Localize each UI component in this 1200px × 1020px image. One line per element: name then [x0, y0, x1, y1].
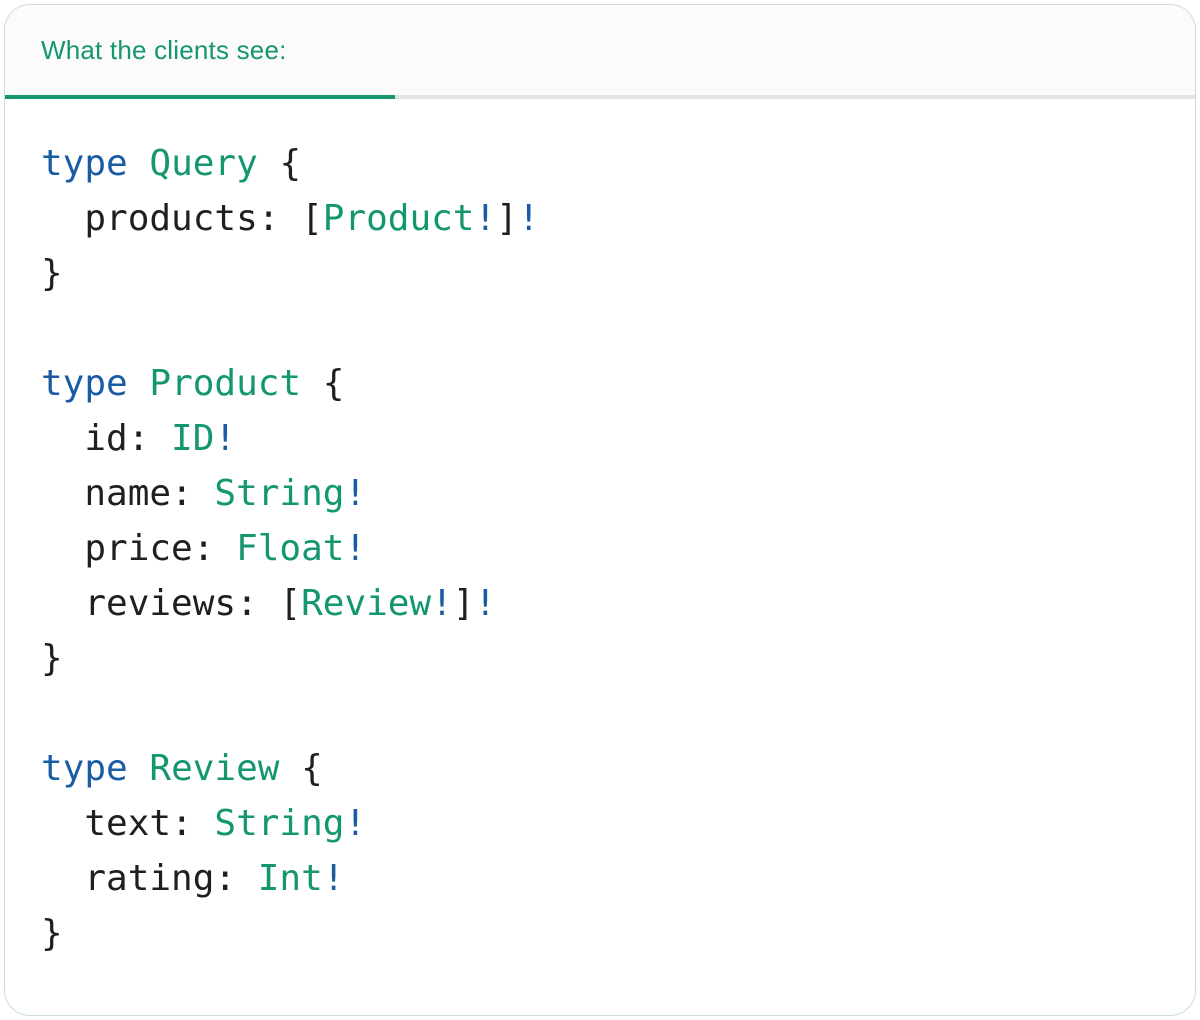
- code-line: id: ID!: [41, 411, 1165, 466]
- code-token-plain: {: [301, 363, 345, 404]
- code-line: [41, 301, 1165, 356]
- code-panel: What the clients see: type Query { produ…: [4, 4, 1196, 1016]
- code-token-plain: ]: [496, 198, 518, 239]
- code-token-plain: price:: [41, 528, 237, 569]
- code-line: products: [Product!]!: [41, 191, 1165, 246]
- code-token-bang: !: [474, 198, 497, 239]
- code-token-keyword: type: [41, 143, 128, 184]
- code-token-bang: !: [517, 198, 540, 239]
- code-line: }: [41, 631, 1165, 686]
- code-token-plain: }: [41, 913, 63, 954]
- code-token-plain: }: [41, 253, 63, 294]
- code-token-type: ID: [171, 418, 215, 459]
- code-line: [41, 686, 1165, 741]
- code-token-plain: [128, 748, 150, 789]
- code-token-type: String: [214, 803, 345, 844]
- code-token-plain: ]: [452, 583, 475, 624]
- code-token-bang: !: [322, 858, 345, 899]
- active-tab-indicator: [5, 95, 395, 99]
- code-token-plain: [128, 363, 150, 404]
- code-token-plain: id:: [41, 418, 172, 459]
- code-line: type Product {: [41, 356, 1165, 411]
- code-token-plain: products: [: [41, 198, 323, 239]
- code-token-plain: {: [257, 143, 302, 184]
- code-token-bang: !: [214, 418, 237, 459]
- tab-bar: What the clients see:: [5, 5, 1195, 99]
- code-line: type Query {: [41, 136, 1165, 191]
- code-token-type: Review: [301, 583, 432, 624]
- code-line: rating: Int!: [41, 851, 1165, 906]
- code-token-bang: !: [431, 583, 453, 624]
- code-line: }: [41, 906, 1165, 961]
- code-line: name: String!: [41, 466, 1165, 521]
- code-token-plain: }: [41, 638, 63, 679]
- code-token-type: Product: [149, 363, 302, 404]
- code-token-keyword: type: [41, 748, 128, 789]
- code-token-plain: [128, 143, 150, 184]
- code-token-type: Int: [257, 858, 323, 899]
- code-token-type: Query: [149, 143, 258, 184]
- code-token-plain: rating:: [41, 858, 258, 899]
- code-line: price: Float!: [41, 521, 1165, 576]
- code-block: type Query { products: [Product!]!} type…: [5, 99, 1195, 991]
- code-token-plain: reviews: [: [41, 583, 302, 624]
- code-token-type: Review: [149, 748, 280, 789]
- code-token-bang: !: [344, 803, 367, 844]
- code-line: }: [41, 246, 1165, 301]
- code-token-plain: text:: [41, 803, 215, 844]
- code-token-type: Float: [236, 528, 345, 569]
- code-token-bang: !: [344, 473, 367, 514]
- code-token-type: Product: [322, 198, 475, 239]
- code-token-type: String: [214, 473, 345, 514]
- tab-label: What the clients see:: [41, 34, 287, 65]
- code-token-bang: !: [344, 528, 367, 569]
- tab-what-clients-see[interactable]: What the clients see:: [5, 5, 395, 99]
- code-token-keyword: type: [41, 363, 128, 404]
- code-token-plain: name:: [41, 473, 215, 514]
- code-line: text: String!: [41, 796, 1165, 851]
- code-token-bang: !: [474, 583, 497, 624]
- code-token-plain: {: [279, 748, 323, 789]
- code-line: reviews: [Review!]!: [41, 576, 1165, 631]
- code-line: type Review {: [41, 741, 1165, 796]
